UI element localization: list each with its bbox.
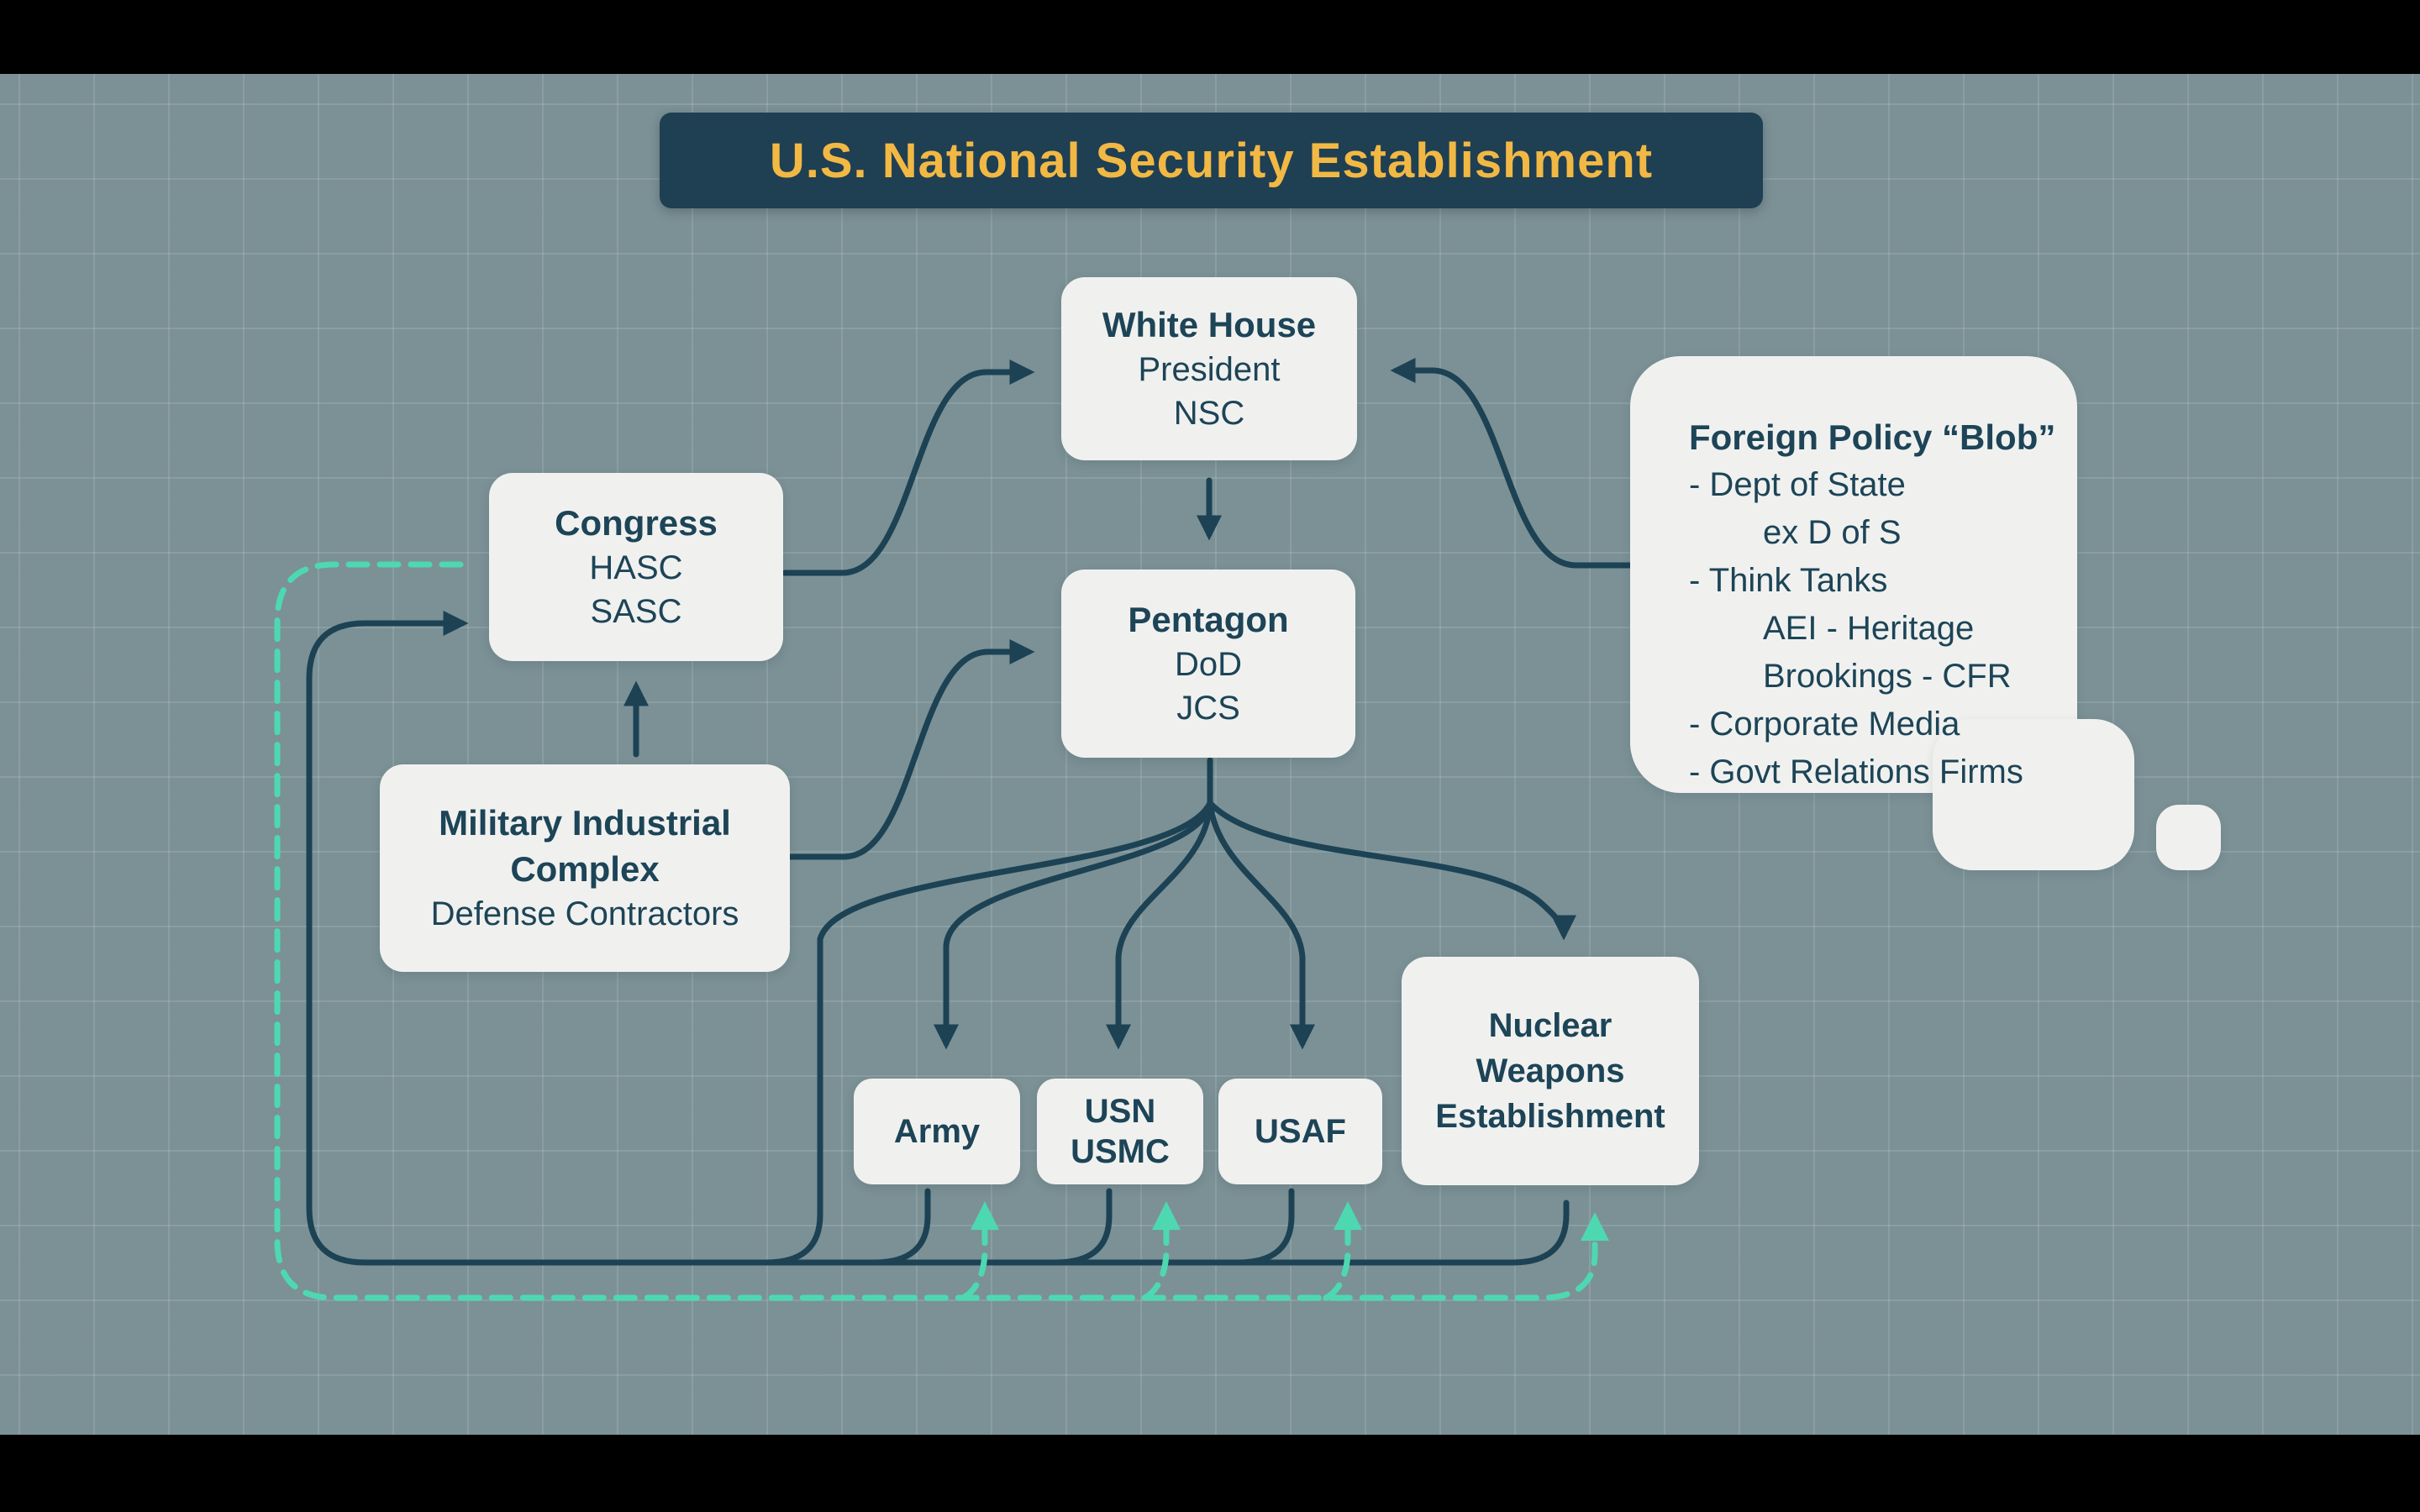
page-title-label: U.S. National Security Establishment — [769, 133, 1654, 188]
node-white-house-heading: White House — [1102, 304, 1317, 344]
node-army-label: Army — [893, 1113, 981, 1150]
node-usn-usmc: USN USMC — [1037, 1079, 1203, 1184]
node-mic-line: Defense Contractors — [430, 895, 739, 933]
node-pentagon-heading: Pentagon — [1128, 599, 1289, 639]
blob-item: - Think Tanks — [1689, 562, 1888, 599]
node-usmc-label: USMC — [1071, 1133, 1170, 1170]
blob-tail-shape — [1933, 719, 2134, 870]
blob-item: - Govt Relations Firms — [1689, 753, 2023, 790]
blob-item: Brookings - CFR — [1763, 658, 2012, 695]
blob-heading: Foreign Policy “Blob” — [1689, 417, 2056, 457]
node-mic-heading: Military Industrial Complex — [439, 802, 731, 889]
blob-item: AEI - Heritage — [1763, 610, 1975, 647]
node-congress: Congress HASC SASC — [489, 473, 783, 661]
node-pentagon-line: DoD — [1174, 646, 1243, 684]
letterbox-bar-bottom — [0, 1435, 2420, 1512]
node-white-house-line: NSC — [1173, 395, 1245, 433]
node-pentagon: Pentagon DoD JCS — [1061, 570, 1355, 758]
node-congress-heading: Congress — [555, 502, 718, 543]
node-nuclear-line: Establishment — [1435, 1098, 1665, 1135]
node-congress-line: HASC — [589, 549, 683, 587]
node-congress-line: SASC — [590, 593, 682, 631]
page-title: U.S. National Security Establishment — [660, 113, 1763, 208]
node-pentagon-line: JCS — [1176, 690, 1240, 727]
node-usaf: USAF — [1218, 1079, 1382, 1184]
node-army: Army — [854, 1079, 1020, 1184]
node-foreign-policy-blob-text: Foreign Policy “Blob” - Dept of State ex… — [1689, 413, 2075, 796]
node-nuclear-weapons-establishment: Nuclear Weapons Establishment — [1402, 957, 1699, 1185]
node-nuclear-line: Weapons — [1476, 1053, 1625, 1089]
node-usaf-label: USAF — [1255, 1113, 1346, 1150]
node-military-industrial-complex: Military Industrial Complex Defense Cont… — [380, 764, 790, 972]
node-white-house: White House President NSC — [1061, 277, 1357, 460]
blob-item: - Corporate Media — [1689, 706, 1960, 743]
blob-item: - Dept of State — [1689, 466, 1906, 503]
blob-item: ex D of S — [1763, 514, 1902, 551]
blob-dot-shape — [2156, 805, 2221, 870]
node-usn-label: USN — [1084, 1093, 1156, 1130]
node-white-house-line: President — [1138, 351, 1281, 389]
letterbox-bar-top — [0, 0, 2420, 74]
node-nuclear-line: Nuclear — [1488, 1007, 1612, 1044]
